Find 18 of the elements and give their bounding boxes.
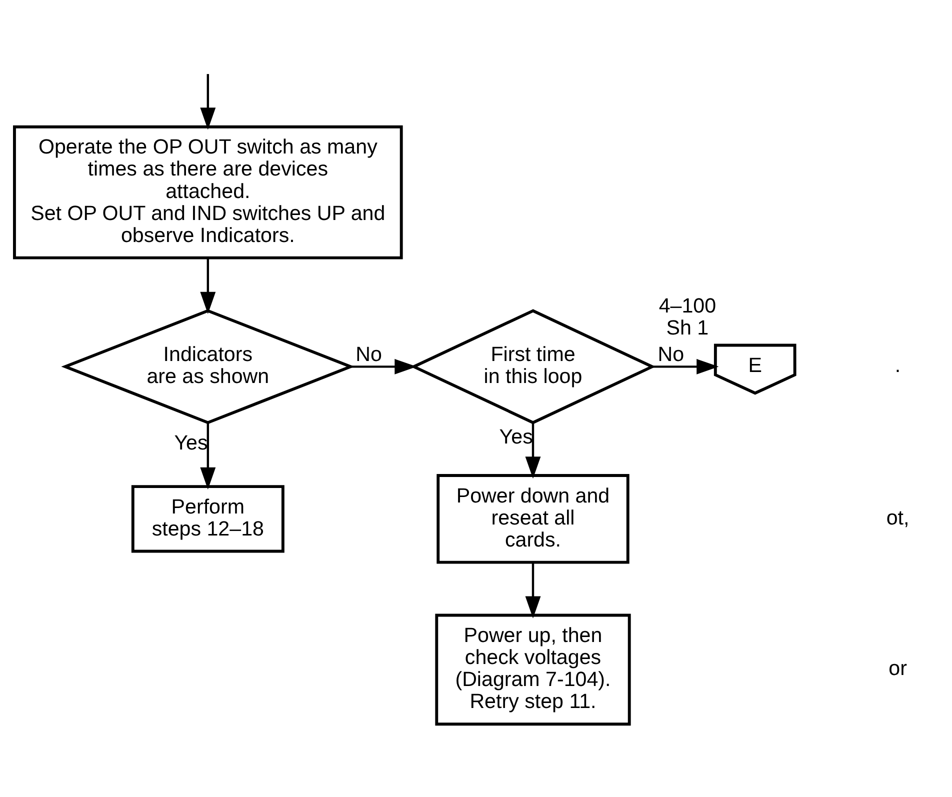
edge-label: No (356, 343, 382, 366)
edge-label: Yes (499, 426, 533, 449)
arrow (525, 422, 541, 479)
node-box: Power down and reseat all cards. (436, 474, 630, 564)
arrow (200, 422, 216, 490)
edge-label: No (658, 343, 684, 366)
arrow (525, 562, 541, 618)
arrow (652, 358, 719, 374)
edge-label: Yes (174, 431, 208, 454)
label: ot, (886, 506, 910, 530)
node-box: Perform steps 12–18 (131, 485, 284, 553)
node-box: Power up, then check voltages (Diagram 7-104). Retry step 11. (435, 614, 631, 726)
label: or (888, 657, 907, 680)
node-label: 4–100 Sh 1 (658, 294, 716, 340)
arrow (200, 74, 216, 130)
node-box: Operate the OP OUT switch as many times as there are devices attached. Set OP OUT and IND switches UP and observe Indicators. (13, 125, 403, 260)
label: . (894, 354, 901, 378)
arrow (200, 258, 216, 314)
